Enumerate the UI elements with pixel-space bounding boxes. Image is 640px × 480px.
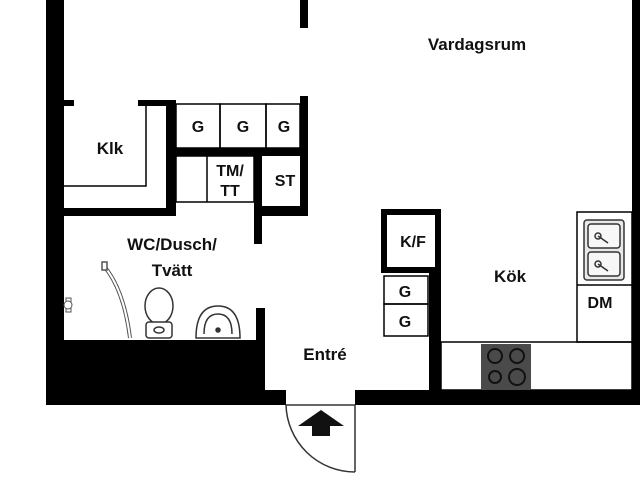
closet-label-kitchen-g-1: G [399, 284, 411, 301]
room-label-entre: Entré [303, 345, 346, 364]
kitchen-cabinet-wall [429, 270, 441, 392]
closet-label-kitchen-g-2: G [399, 314, 411, 331]
closet-label-kf: K/F [400, 234, 426, 251]
interior-walls [64, 0, 441, 392]
closet-label-tm-line2: TT [220, 183, 240, 200]
room-label-klk: Klk [97, 139, 124, 158]
closet-label-tm-line1: TM/ [216, 163, 244, 180]
closet-g-row [175, 103, 301, 203]
stove-icon [481, 344, 531, 390]
right-outer-wall [632, 0, 640, 405]
tm-right-wall [254, 148, 262, 244]
klk-top-wall [138, 100, 176, 106]
shower-valve-icon [63, 297, 73, 313]
closet-right-wall [300, 96, 308, 216]
closet-label-g-1: G [192, 119, 204, 136]
wc-floor-block [64, 340, 256, 392]
kitchen-fixtures [440, 211, 633, 391]
bottom-wall-right [355, 390, 640, 405]
entrance-door [285, 404, 356, 473]
kitchen-closets [381, 209, 441, 337]
closet-tm-box [175, 155, 255, 203]
room-label-dm: DM [588, 295, 613, 312]
kitchen-counter [440, 341, 633, 391]
kitchen-g-2 [383, 303, 429, 337]
exterior-walls [46, 0, 640, 405]
closet-label-st: ST [275, 173, 296, 190]
wc-top-wall [64, 208, 176, 216]
closet-label-g-2: G [237, 119, 249, 136]
bottom-wall-left [46, 390, 286, 405]
klk-top-wall-stub [64, 100, 74, 106]
entry-left-wall [256, 308, 265, 392]
klk-right-wall [166, 100, 176, 216]
room-label-wc-line1: WC/Dusch/ [127, 235, 217, 254]
kf-cabinet [381, 209, 441, 273]
washbasin-icon [195, 305, 241, 339]
sink-icon [583, 219, 625, 281]
entrance-arrow-icon [298, 410, 344, 436]
room-label-kok: Kök [494, 267, 527, 286]
left-outer-wall [46, 0, 64, 405]
room-label-vardagsrum: Vardagsrum [428, 35, 526, 54]
st-bottom-wall [262, 206, 308, 216]
closet-label-g-3: G [278, 119, 290, 136]
shower-head-icon [101, 261, 132, 339]
closet-row-divider [176, 148, 306, 156]
klk-counter-outline [64, 106, 147, 187]
dm-cabinet [576, 211, 633, 343]
toilet-icon [144, 287, 174, 339]
top-partition-wall [300, 0, 308, 28]
room-label-wc-line2: Tvätt [152, 261, 193, 280]
closet-g-3 [265, 103, 301, 149]
